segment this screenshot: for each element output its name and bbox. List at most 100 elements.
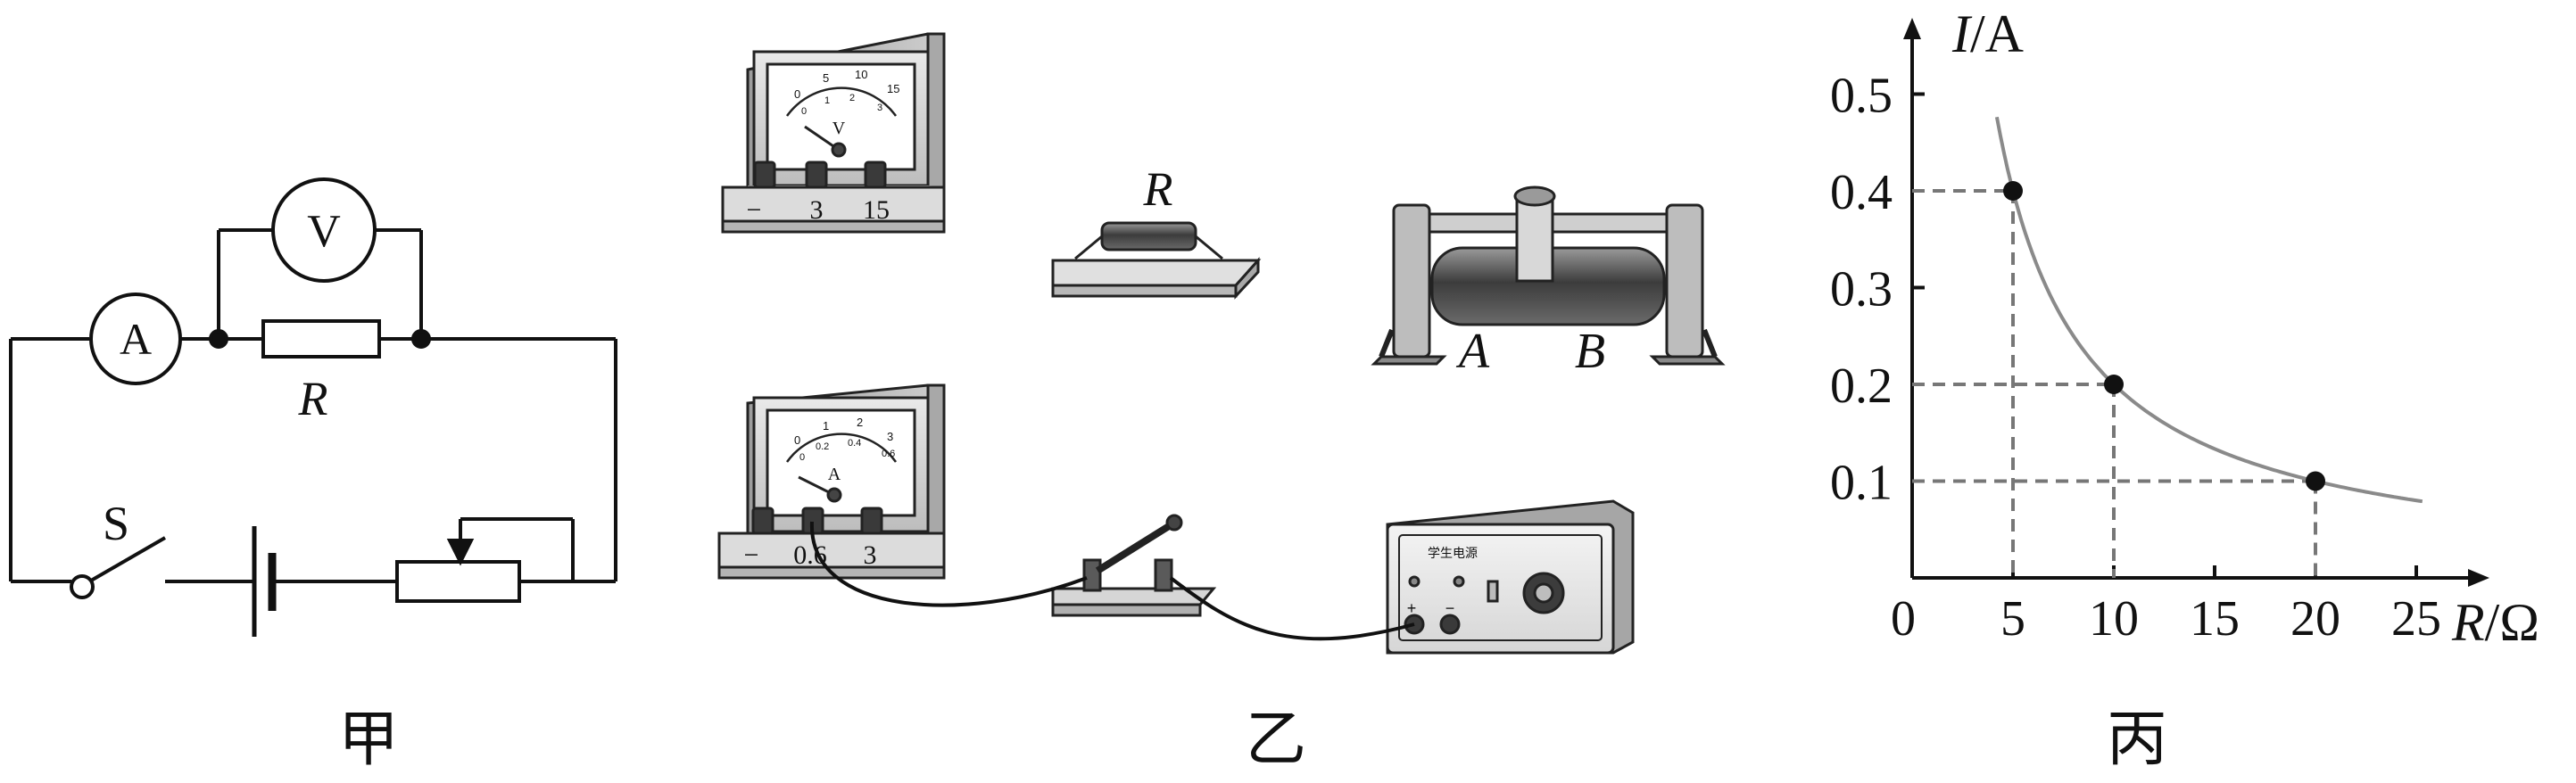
wire-switch-to-supply <box>1169 576 1415 641</box>
data-point <box>2003 181 2023 201</box>
scale-label: 15 <box>887 82 899 95</box>
lead-wire <box>1074 235 1103 260</box>
y-axis-title: I/A <box>1951 4 2024 63</box>
resistor-symbol <box>261 319 381 359</box>
rheostat-terminal-a: A <box>1455 324 1490 379</box>
scale-label: 3 <box>877 103 882 113</box>
meter-pivot <box>826 487 842 503</box>
voltmeter-device <box>721 32 946 234</box>
y-tick-label: 0.2 <box>1830 359 1893 414</box>
x-axis-title: R/Ω <box>2451 593 2539 652</box>
terminal-label: 0.6 <box>793 540 827 570</box>
circuit-diagram <box>9 177 617 637</box>
switch-handle <box>1165 514 1183 532</box>
switch-clip <box>1154 558 1173 592</box>
switch-contact <box>70 574 95 599</box>
switch-lever <box>89 536 167 582</box>
slider-arrowhead <box>446 539 475 566</box>
i-r-chart: 0.1 0.2 0.3 0.4 0.5 0 5 10 15 20 25 <box>1830 18 2489 647</box>
caption-jia: 甲 <box>338 705 399 775</box>
data-point <box>2306 471 2325 491</box>
terminal-post <box>753 161 776 189</box>
terminal-label: 15 <box>863 195 890 225</box>
terminal-post <box>751 507 774 535</box>
y-tick-label: 0.3 <box>1830 262 1893 317</box>
slider-block <box>1515 199 1554 283</box>
terminal-post <box>860 507 883 535</box>
x-tick-label: 25 <box>2391 591 2441 647</box>
x-tick-label: 15 <box>2190 591 2240 647</box>
data-point <box>2104 375 2124 394</box>
y-axis-arrow <box>1903 18 1921 39</box>
indicator-light <box>1408 575 1421 588</box>
ammeter-device <box>717 383 946 580</box>
power-switch <box>1487 580 1499 603</box>
y-tick-label: 0.4 <box>1830 165 1893 220</box>
terminal-label: − <box>747 195 762 225</box>
junction-dot <box>209 329 228 349</box>
scale-label: 0 <box>794 87 800 101</box>
scale-label: 0 <box>799 452 805 463</box>
meter-pivot <box>831 142 847 158</box>
voltmeter-letter: V <box>307 206 341 257</box>
scale-label: 2 <box>849 93 855 103</box>
ammeter-letter: A <box>120 314 152 364</box>
scale-label: 0.4 <box>848 438 861 449</box>
terminal-label: 3 <box>810 195 824 225</box>
x-tick-label: 20 <box>2290 591 2340 647</box>
terminal-label: − <box>744 540 759 570</box>
switch-blade <box>1095 523 1172 574</box>
sliding-rheostat <box>1371 185 1726 366</box>
lead-wire <box>1195 235 1223 260</box>
meter-base-edge <box>721 219 946 234</box>
scale-label: 0.2 <box>816 441 829 452</box>
scale-label: 5 <box>823 71 829 85</box>
meter-face <box>766 408 916 517</box>
plus-label: + <box>1407 599 1417 617</box>
resistor-label: R <box>298 372 328 425</box>
rheostat-symbol <box>395 560 521 603</box>
knife-switch <box>1051 514 1217 617</box>
meter-base <box>721 185 946 223</box>
x-tick-label: 0 <box>1891 591 1916 647</box>
leg <box>1379 328 1395 359</box>
end-bracket-left <box>1392 203 1431 359</box>
x-tick-label: 5 <box>2000 591 2025 647</box>
meter-face-symbol: A <box>828 465 841 484</box>
output-terminal-minus <box>1439 614 1461 635</box>
terminal-label: 3 <box>864 540 877 570</box>
terminal-post <box>805 161 828 189</box>
resistor-label: R <box>1143 162 1173 216</box>
connecting-wires <box>809 521 1415 641</box>
leg <box>1702 328 1718 359</box>
x-axis-arrow <box>2468 569 2489 587</box>
minus-label: − <box>1445 599 1455 617</box>
ammeter-symbol <box>89 293 182 385</box>
meter-arc <box>785 433 898 463</box>
rheostat-terminal-b: B <box>1575 324 1605 379</box>
indicator-light <box>1453 575 1465 588</box>
meter-arc <box>785 87 898 117</box>
resistor-coil <box>1100 221 1197 251</box>
x-tick-label: 10 <box>2089 591 2139 647</box>
scale-label: 0.6 <box>882 449 895 459</box>
switch-clip <box>1082 558 1102 592</box>
scale-label: 3 <box>887 430 893 443</box>
switch-label: S <box>103 497 129 550</box>
y-tick-label: 0.1 <box>1830 456 1893 511</box>
terminal-post <box>864 161 887 189</box>
power-supply-title: 学生电源 <box>1428 547 1478 561</box>
scale-label: 1 <box>823 419 829 433</box>
caption-yi: 乙 <box>1246 705 1306 775</box>
wire-ammeter-to-switch <box>809 521 1088 607</box>
scale-label: 1 <box>824 95 830 106</box>
y-tick-label: 0.5 <box>1830 69 1893 124</box>
student-power-supply <box>1386 499 1635 655</box>
voltmeter-symbol <box>271 177 377 283</box>
end-bracket-right <box>1665 203 1704 359</box>
caption-bing: 丙 <box>2107 705 2167 775</box>
slider-knob <box>1513 185 1556 207</box>
supply-front <box>1386 523 1615 655</box>
inverse-curve <box>1994 116 2423 504</box>
